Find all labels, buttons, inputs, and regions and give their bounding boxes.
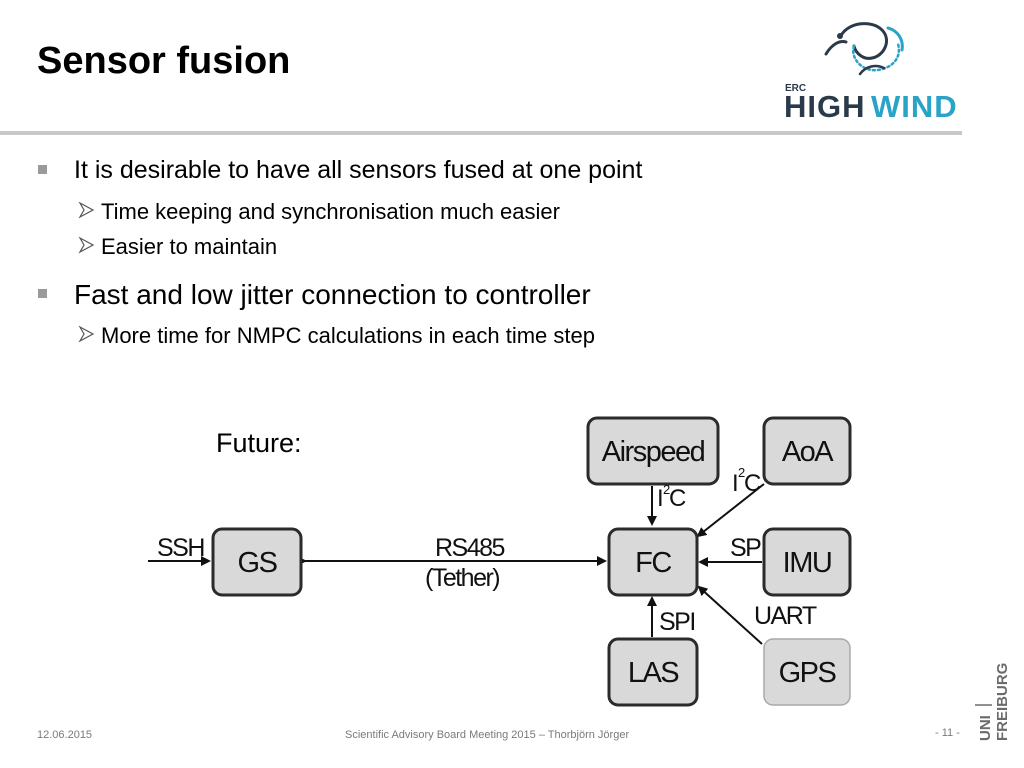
- ssh-label: SSH: [157, 534, 204, 562]
- uni-text: UNI: [977, 715, 994, 741]
- svg-text:FC: FC: [635, 547, 671, 579]
- svg-text:GS: GS: [238, 547, 278, 579]
- header-divider: [0, 131, 962, 135]
- tether-label: (Tether): [425, 564, 499, 592]
- node-gs: GS: [211, 527, 303, 597]
- node-las: LAS: [607, 637, 699, 707]
- diagram-label: Future:: [216, 428, 302, 458]
- aoa-fc-arrow: [696, 483, 765, 538]
- node-fc: FC: [607, 527, 699, 597]
- arrow-bullet-icon: [78, 201, 95, 219]
- arrow-bullet-icon: [78, 236, 95, 254]
- svg-text:Airspeed: Airspeed: [602, 436, 705, 468]
- logo-high: HIGH: [784, 89, 866, 124]
- node-airspeed: Airspeed: [586, 416, 720, 486]
- slide-header: Sensor fusion ERC HIGH WIND: [0, 0, 1024, 135]
- spi-las-label: SPI: [659, 608, 695, 636]
- svg-text:I: I: [732, 470, 737, 497]
- sub-bullet-text: More time for NMPC calculations in each …: [101, 323, 595, 348]
- square-bullet-icon: [38, 289, 47, 298]
- gps-fc-arrow: [697, 585, 763, 645]
- svg-text:AoA: AoA: [782, 436, 834, 468]
- spi-imu-label: SPI: [730, 534, 766, 562]
- kite-figure-icon: [824, 22, 904, 76]
- i2c-aoa-label: I 2 C: [732, 465, 763, 497]
- footer-title: Scientific Advisory Board Meeting 2015 –…: [345, 729, 630, 741]
- logo-erc: ERC: [785, 83, 806, 94]
- svg-text:LAS: LAS: [628, 657, 679, 689]
- svg-text:GPS: GPS: [779, 657, 837, 689]
- i2c-airspeed-label: I 2 C: [657, 482, 688, 512]
- uart-label: UART: [754, 602, 817, 630]
- arrow-bullet-icon: [78, 325, 95, 343]
- node-aoa: AoA: [762, 416, 852, 486]
- freiburg-text: FREIBURG: [994, 663, 1011, 741]
- svg-text:C: C: [669, 485, 686, 512]
- logo-wind: WIND: [871, 89, 958, 124]
- slide-title: Sensor fusion: [37, 40, 291, 82]
- edges: [148, 483, 765, 645]
- square-bullet-icon: [38, 165, 47, 174]
- bullet-text: It is desirable to have all sensors fuse…: [74, 156, 643, 184]
- highwind-logo: ERC HIGH WIND: [784, 22, 958, 124]
- rs485-label: RS485: [435, 534, 505, 562]
- sub-bullet-text: Easier to maintain: [101, 234, 278, 259]
- node-gps: GPS: [763, 638, 851, 706]
- page-number: - 11 -: [935, 727, 960, 739]
- svg-text:IMU: IMU: [783, 547, 832, 579]
- svg-text:2: 2: [663, 482, 670, 497]
- uni-freiburg-logo: UNI FREIBURG: [975, 663, 1011, 741]
- svg-text:I: I: [657, 485, 662, 512]
- bullet-text: Fast and low jitter connection to contro…: [74, 279, 591, 310]
- footer-date: 12.06.2015: [37, 729, 93, 741]
- sub-bullet-text: Time keeping and synchronisation much ea…: [101, 199, 560, 224]
- svg-text:2: 2: [738, 465, 745, 480]
- node-imu: IMU: [762, 527, 852, 597]
- svg-text:C: C: [744, 470, 761, 497]
